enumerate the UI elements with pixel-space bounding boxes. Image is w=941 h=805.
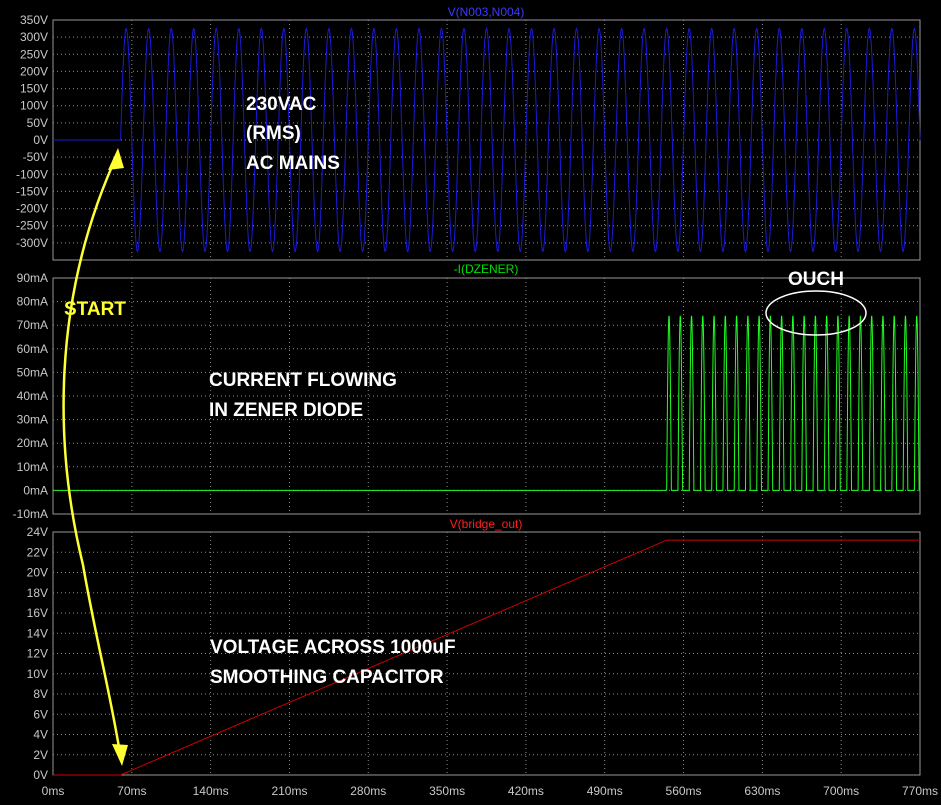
pane-zener-current: -10mA 0mA 10mA 20mA 30mA 40mA 50mA 60mA 70mA 80mA…	[13, 262, 921, 521]
y-tick-label: 24V	[27, 525, 48, 539]
y-tick-label: -50V	[23, 150, 48, 164]
pane-title-zener: -I(DZENER)	[454, 262, 519, 276]
x-tick-labels: 0ms 70ms 140ms 210ms 280ms 350ms 420ms 490ms 560…	[42, 784, 938, 798]
y-tick-label: 0V	[33, 133, 48, 147]
y-tick-labels: -10mA 0mA 10mA 20mA 30mA 40mA 50mA 60mA 70mA 80mA…	[13, 271, 48, 521]
y-tick-label: 8V	[33, 687, 48, 701]
annotation-mains-1: 230VAC	[246, 94, 317, 115]
y-tick-label: 40mA	[17, 389, 48, 403]
pane-title-mains: V(N003,N004)	[448, 5, 525, 19]
ouch-highlight-ellipse	[765, 290, 867, 336]
y-tick-label: 250V	[20, 47, 48, 61]
y-tick-label: 4V	[33, 728, 48, 742]
pane-mains-voltage: -300V -250V -200V -150V -100V -50V 0V 50V 100V 15…	[16, 5, 921, 261]
zener-current-trace	[53, 315, 920, 491]
x-tick-label: 280ms	[350, 784, 386, 798]
pane-title-bridge: V(bridge_out)	[450, 517, 523, 531]
y-tick-labels: 0V 2V 4V 6V 8V 10V 12V 14V 16V 18V 20V 22V 24V	[27, 525, 48, 782]
annotation-mains-3: AC MAINS	[246, 153, 340, 174]
y-tick-label: 10V	[27, 667, 48, 681]
y-tick-labels: -300V -250V -200V -150V -100V -50V 0V 50V 100V 15…	[16, 13, 48, 250]
y-tick-label: 150V	[20, 82, 48, 96]
y-tick-label: 50V	[27, 116, 48, 130]
x-tick-label: 490ms	[587, 784, 623, 798]
y-tick-label: -250V	[16, 219, 48, 233]
x-tick-label: 350ms	[429, 784, 465, 798]
y-tick-label: 18V	[27, 586, 48, 600]
bridge-output-trace	[53, 539, 920, 776]
y-tick-label: 350V	[20, 13, 48, 27]
x-tick-label: 560ms	[666, 784, 702, 798]
x-tick-label: 630ms	[744, 784, 780, 798]
annotation-cap-1: VOLTAGE ACROSS 1000uF	[210, 637, 456, 658]
x-tick-label: 70ms	[117, 784, 146, 798]
y-tick-label: 100V	[20, 99, 48, 113]
y-tick-label: 60mA	[17, 342, 48, 356]
mains-voltage-trace	[53, 27, 921, 253]
y-tick-label: 80mA	[17, 295, 48, 309]
x-tick-label: 210ms	[271, 784, 307, 798]
x-tick-label: 700ms	[823, 784, 859, 798]
x-tick-label: 420ms	[508, 784, 544, 798]
y-tick-label: 14V	[27, 626, 48, 640]
x-tick-label: 0ms	[42, 784, 65, 798]
gridlines	[52, 531, 921, 776]
y-tick-label: 300V	[20, 30, 48, 44]
y-tick-label: -100V	[16, 167, 48, 181]
y-tick-label: -150V	[16, 184, 48, 198]
annotation-zener-2: IN ZENER DIODE	[209, 400, 363, 421]
y-tick-label: 12V	[27, 647, 48, 661]
annotation-mains-2: (RMS)	[246, 123, 301, 144]
y-tick-label: 10mA	[17, 460, 48, 474]
annotation-cap-2: SMOOTHING CAPACITOR	[210, 667, 444, 688]
pane-bridge-output: 0V 2V 4V 6V 8V 10V 12V 14V 16V 18V 20V 22V 24V V(bri…	[27, 517, 938, 798]
start-arrow-curve	[62, 152, 123, 761]
y-tick-label: 2V	[33, 748, 48, 762]
y-tick-label: -200V	[16, 202, 48, 216]
x-tick-label: 140ms	[193, 784, 229, 798]
y-tick-label: -300V	[16, 236, 48, 250]
start-arrow	[62, 148, 128, 766]
y-tick-label: 30mA	[17, 413, 48, 427]
y-tick-label: -10mA	[13, 507, 48, 521]
y-tick-label: 20mA	[17, 436, 48, 450]
y-tick-label: 20V	[27, 566, 48, 580]
y-tick-label: 90mA	[17, 271, 48, 285]
start-arrow-head-top	[108, 148, 124, 170]
y-tick-label: 200V	[20, 64, 48, 78]
start-arrow-head-bottom	[112, 744, 128, 766]
y-tick-label: 0mA	[23, 483, 48, 497]
y-tick-label: 22V	[27, 545, 48, 559]
y-tick-label: 16V	[27, 606, 48, 620]
y-tick-label: 6V	[33, 707, 48, 721]
annotation-zener-1: CURRENT FLOWING	[209, 370, 397, 391]
x-tick-label: 770ms	[902, 784, 938, 798]
y-tick-label: 70mA	[17, 318, 48, 332]
annotation-ouch: OUCH	[788, 269, 844, 290]
annotation-start: START	[64, 299, 126, 320]
y-tick-label: 50mA	[17, 365, 48, 379]
y-tick-label: 0V	[33, 768, 48, 782]
